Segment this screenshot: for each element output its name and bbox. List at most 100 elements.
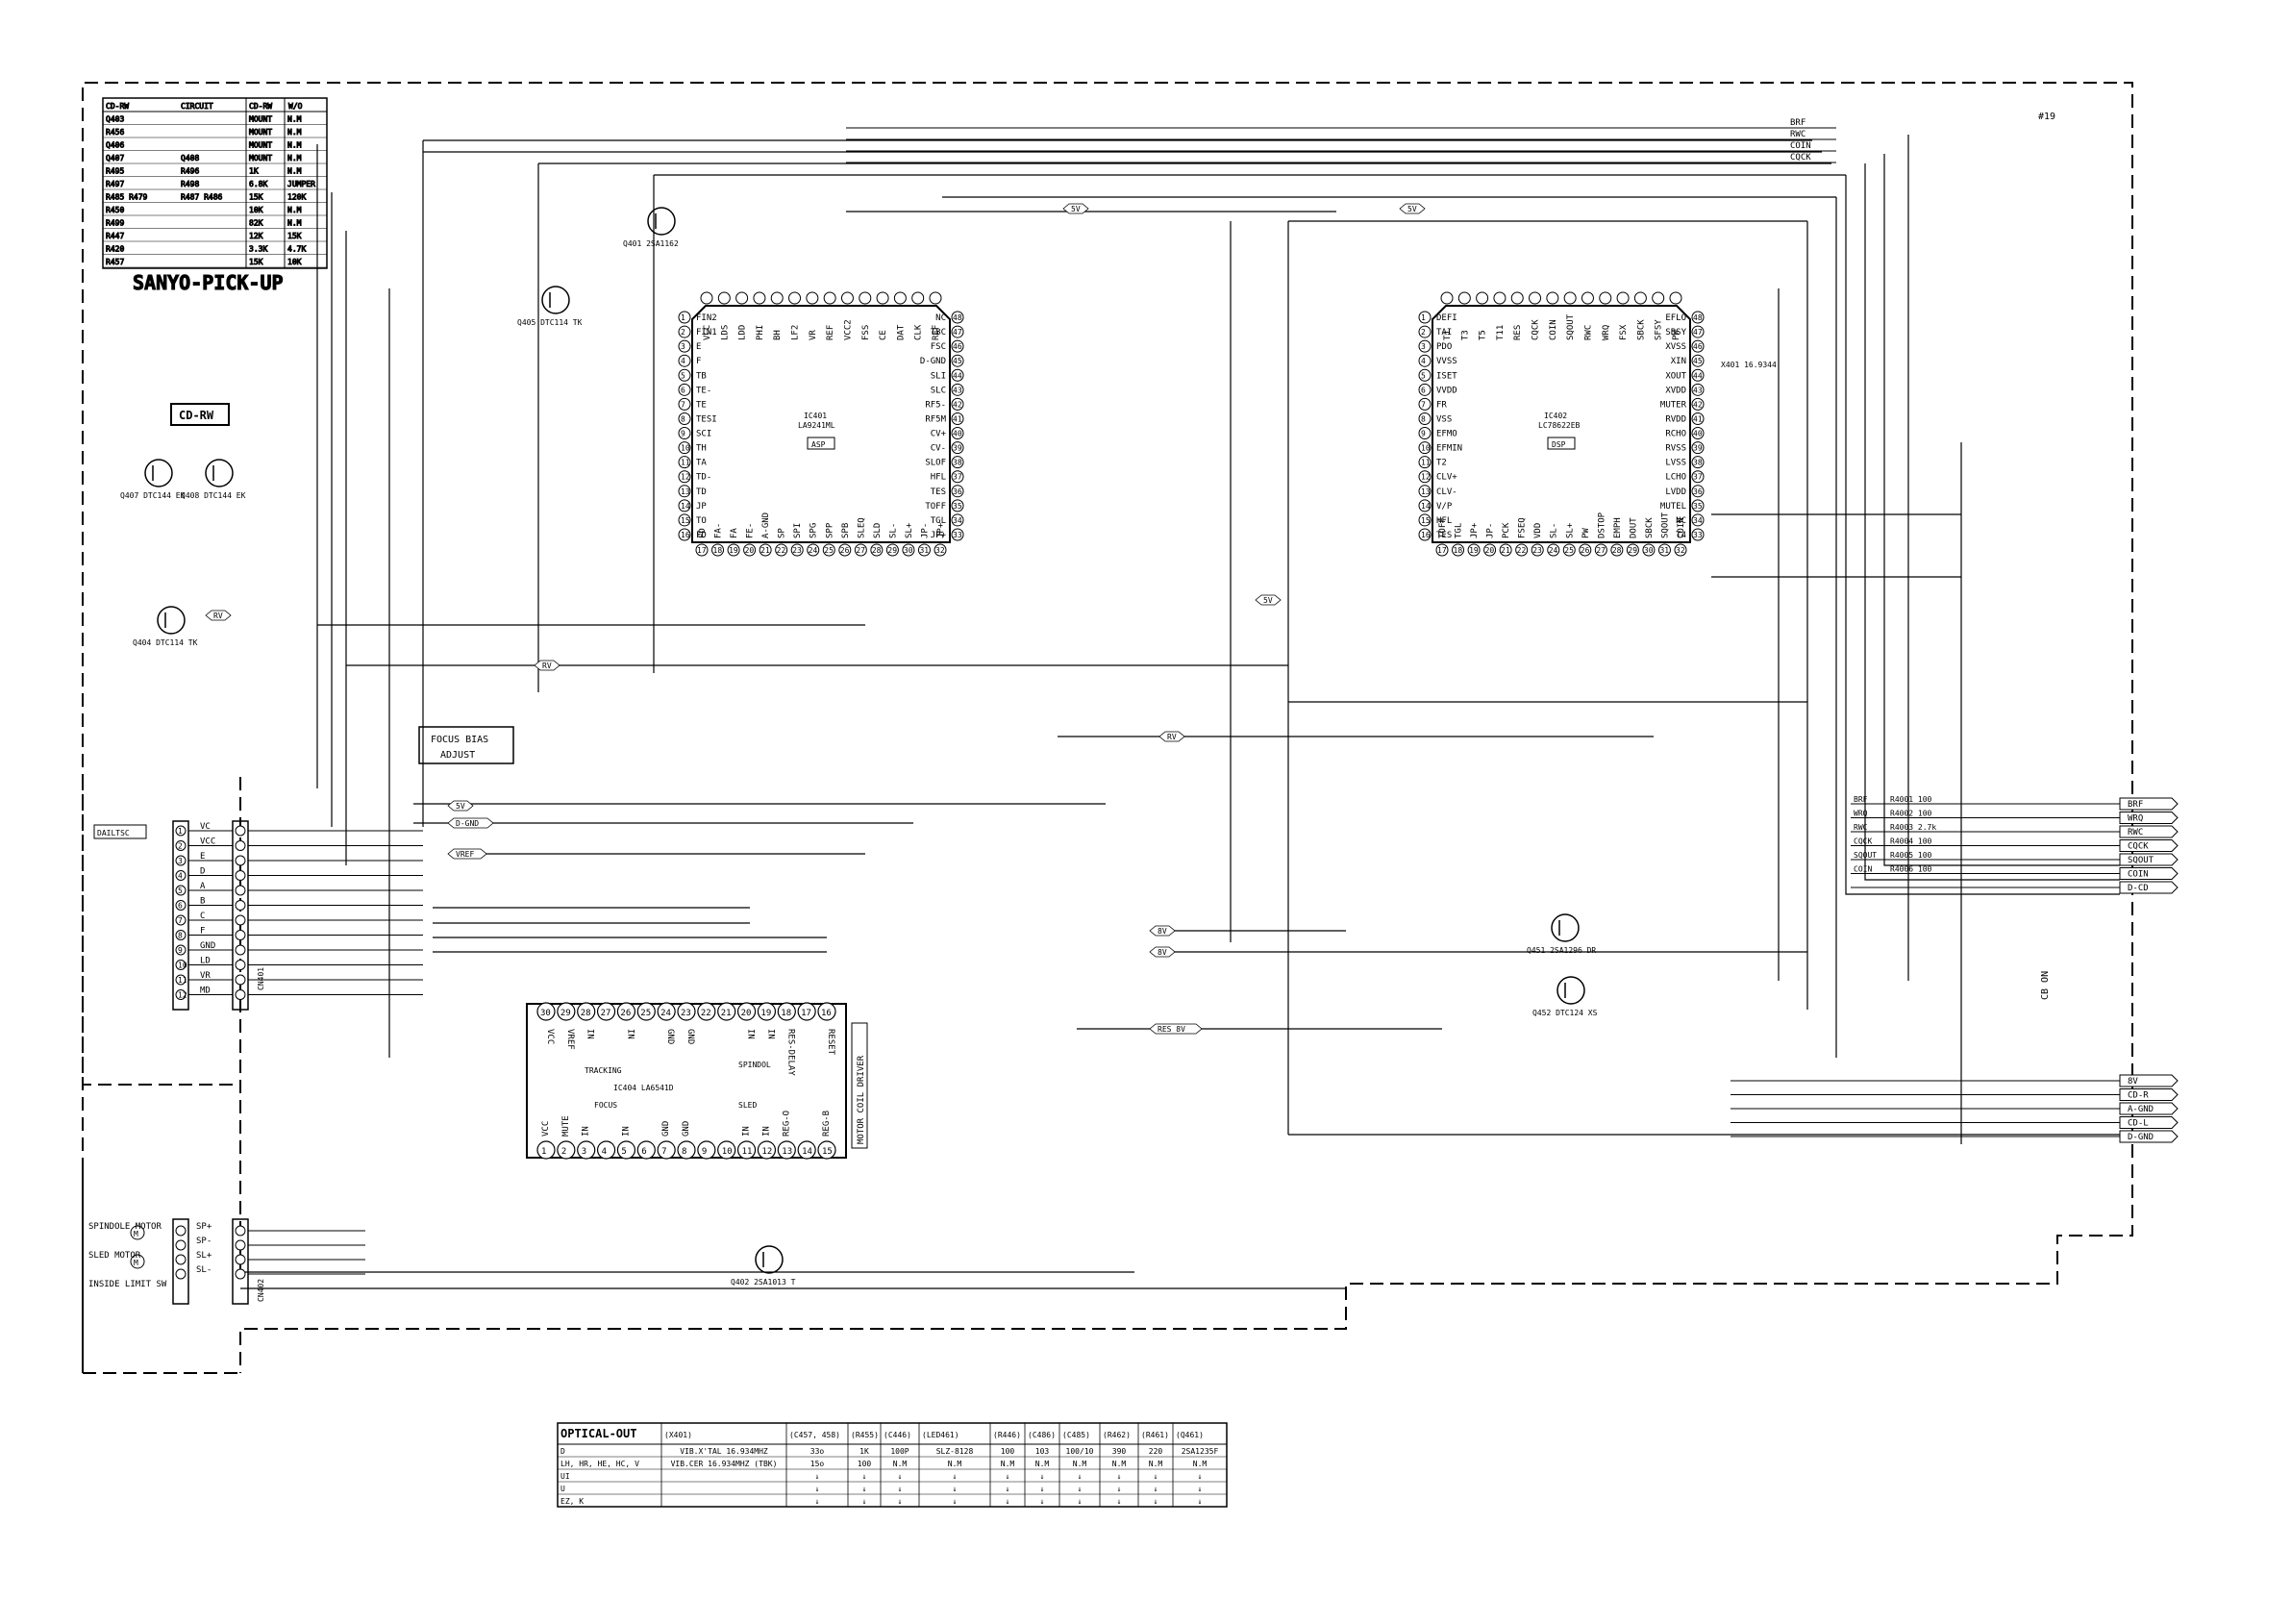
net-arrow (1062, 203, 1089, 214)
ic402-pin-number: 7 (1421, 400, 1426, 409)
conn-top-pin-label: C (200, 912, 205, 921)
ic401-pin-number: 10 (681, 444, 690, 453)
ic404-pin-number: 6 (641, 1147, 646, 1157)
ic404-pin-number: 17 (801, 1009, 811, 1018)
ic401-pin-label: FE- (746, 523, 756, 538)
ic401-pin-label: SL+ (905, 522, 914, 538)
ic402-pin-number: 47 (1693, 328, 1703, 337)
pickup-table-header: CD-RW (106, 102, 129, 111)
pickup-table-cell: N.M (287, 167, 302, 176)
optical-table-cell: ↓ (1006, 1497, 1010, 1506)
ic401-pin-number: 8 (681, 414, 685, 423)
ic402-pin-label: WRQ (1602, 325, 1611, 340)
ic401-pin (678, 441, 691, 455)
optical-table-cell: ↓ (1117, 1485, 1122, 1493)
ic402-pin-number: 32 (1676, 546, 1685, 555)
ic402-pin-label: COIN (1549, 319, 1558, 340)
ic401-pin (951, 441, 964, 455)
ic401-pin-label: LF2 (791, 325, 801, 340)
ic402-pin-label: LVDD (1665, 487, 1686, 497)
ic402-pin-label: FSX (1619, 324, 1629, 340)
optical-table-cell: ↓ (862, 1472, 867, 1481)
page-number: #19 (2038, 112, 2055, 122)
ic402-pin-number: 22 (1517, 546, 1527, 555)
ic401-pin-label: REF (826, 325, 835, 340)
ic402-pin-number: 25 (1564, 546, 1574, 555)
ic402-pin (1581, 291, 1594, 305)
ic402-ref: IC402 (1544, 412, 1567, 420)
ic404-pin (536, 1140, 556, 1160)
output-tag-label: D-CD (2128, 884, 2149, 893)
ic402-pin (1418, 397, 1432, 411)
ic402-pin-label: HFL (1436, 516, 1452, 526)
ic401-pin-label: CV- (931, 444, 946, 454)
net-arrow (1399, 203, 1426, 214)
ic404-pin (657, 1002, 676, 1021)
ic401-pin-number: 42 (953, 400, 962, 409)
ic401-pin-number: 21 (760, 546, 770, 555)
transistor-symbol (205, 459, 234, 487)
net-arrow (205, 610, 232, 621)
ic402-pin (1457, 291, 1471, 305)
ic401-pin-number: 20 (745, 546, 755, 555)
ic404-inner-label: GND (685, 1029, 695, 1044)
pickup-table-cell: 15K (249, 258, 263, 266)
ic402-pin-label: PDO (1436, 342, 1452, 352)
ic404-pin (736, 1002, 757, 1021)
ic404-pin-number: 23 (681, 1009, 691, 1018)
pickup-table-cell: R498 (181, 180, 199, 188)
ic402-pin (1418, 499, 1432, 512)
ic402-pin-label: DEFI (1436, 313, 1457, 323)
pickup-table-cell: JUMPER (287, 180, 315, 188)
ic402-pin (1418, 485, 1432, 498)
pickup-table-cell: MOUNT (249, 141, 272, 150)
ic402-pin-label: PCK (1502, 522, 1511, 538)
ic402-pin (1674, 543, 1687, 557)
ic404-inner-label: IN (765, 1029, 775, 1039)
ic404-inner-label: IN (582, 1126, 591, 1137)
ic401-pin-label: PHI (756, 325, 765, 340)
ic401-pin-label: SPB (841, 523, 851, 538)
net-arrow-label: 5V (1263, 596, 1273, 605)
ic402-pin-label: T5 (1479, 330, 1488, 340)
transistor-label: Q402 2SA1013 T (731, 1278, 796, 1287)
ic402-pin-label: TGL (1455, 523, 1464, 538)
optical-table-header: (LED461) (922, 1431, 959, 1439)
motor-icon-label: M (134, 1230, 138, 1238)
ic401-pin-number: 13 (681, 487, 690, 496)
top-signal-label: RWC (1790, 130, 1805, 139)
ic401-pin-label: SL- (888, 523, 898, 538)
ic404-pin (616, 1002, 636, 1021)
focus-bias-line1: FOCUS BIAS (431, 735, 488, 745)
optical-table-cell: ↓ (1154, 1472, 1158, 1481)
ic404-pin (717, 1140, 736, 1160)
ic402-pin-number: 31 (1659, 546, 1669, 555)
ic401-pin-label: VCC (703, 325, 712, 340)
ic402-pin (1499, 543, 1512, 557)
ic404-pin (536, 1002, 556, 1021)
ic402-pin-number: 41 (1693, 414, 1703, 423)
optical-table-cell: N.M (1193, 1460, 1208, 1468)
ic401-pin-label: TE (696, 400, 707, 410)
ic401-pin-number: 45 (953, 357, 962, 365)
output-tag-label: 8V (2128, 1077, 2138, 1087)
ic404-pin (777, 1002, 796, 1021)
ic404-pin-number: 14 (802, 1147, 812, 1157)
ic402-pin-number: 28 (1612, 546, 1622, 555)
conn-top-pin-label: VR (200, 971, 211, 981)
optical-table-cell: ↓ (1117, 1497, 1122, 1506)
ic401-pin-number: 12 (681, 473, 690, 482)
ic401-pin-label: E (696, 342, 701, 352)
pickup-table-cell: N.M (287, 154, 302, 162)
ic404-pin (817, 1002, 836, 1021)
ic401-pin-label: CV+ (931, 430, 947, 439)
ic404-pin-number: 7 (661, 1147, 666, 1157)
ic401-pin (854, 543, 867, 557)
ic402-pin (1652, 291, 1665, 305)
ic401-pin (711, 543, 725, 557)
